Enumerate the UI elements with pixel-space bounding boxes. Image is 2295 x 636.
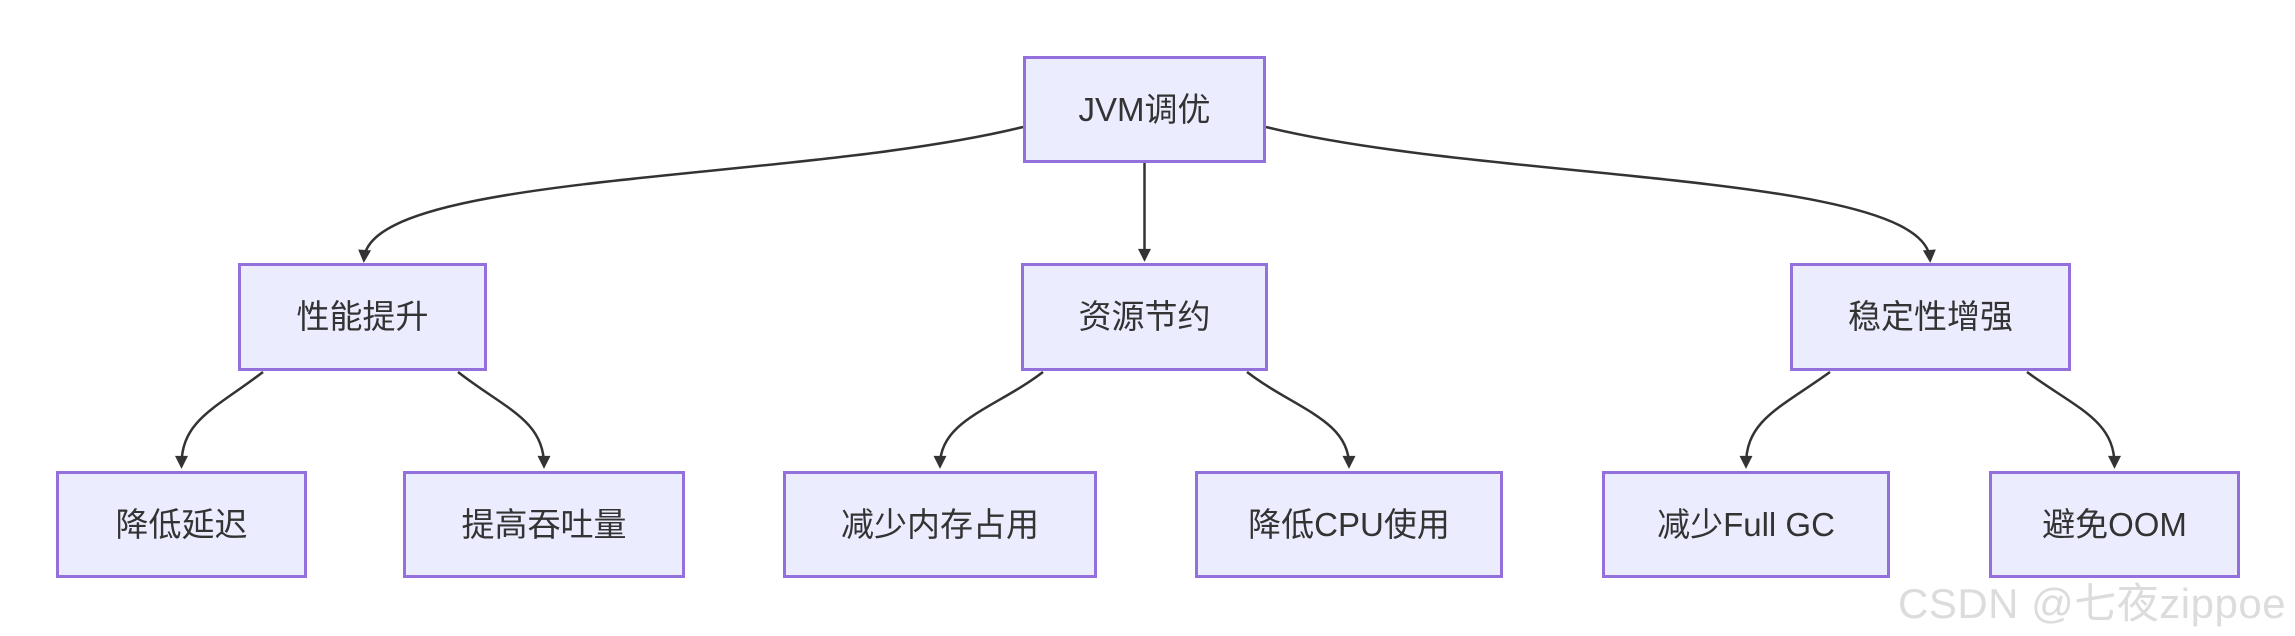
- node-reduce-latency-label: 降低延迟: [115, 505, 248, 543]
- edge-perf-to-latency: [175, 371, 264, 469]
- edge-perf-to-throughput: [457, 371, 551, 469]
- node-performance-improvement-label: 性能提升: [296, 298, 429, 336]
- node-reduce-cpu-usage: 降低CPU使用: [1195, 471, 1503, 578]
- node-stability-enhancement-label: 稳定性增强: [1848, 298, 2013, 336]
- node-reduce-latency: 降低延迟: [56, 471, 307, 578]
- node-increase-throughput-label: 提高吞吐量: [461, 505, 627, 543]
- edge-root-to-perf: [358, 125, 1024, 263]
- node-reduce-memory-usage: 减少内存占用: [783, 471, 1097, 578]
- edge-resource-to-cpu: [1246, 371, 1356, 469]
- node-reduce-full-gc-label: 减少Full GC: [1657, 505, 1835, 543]
- csdn-watermark: CSDN @七夜zippoe: [1898, 580, 2287, 627]
- node-avoid-oom: 避免OOM: [1989, 471, 2240, 578]
- node-jvm-tuning-label: JVM调优: [1078, 90, 1211, 128]
- node-reduce-full-gc: 减少Full GC: [1602, 471, 1890, 578]
- edge-stability-to-fullgc: [1739, 370, 1831, 469]
- edge-stability-to-oom: [2026, 370, 2121, 469]
- node-stability-enhancement: 稳定性增强: [1790, 263, 2071, 371]
- node-avoid-oom-label: 避免OOM: [2042, 505, 2187, 543]
- node-resource-saving: 资源节约: [1021, 263, 1268, 371]
- edge-resource-to-memory: [933, 371, 1044, 469]
- node-reduce-cpu-usage-label: 降低CPU使用: [1248, 505, 1450, 543]
- node-increase-throughput: 提高吞吐量: [403, 471, 685, 578]
- edge-root-to-stability: [1265, 125, 1936, 263]
- node-jvm-tuning: JVM调优: [1023, 56, 1266, 163]
- node-resource-saving-label: 资源节约: [1078, 298, 1211, 336]
- node-performance-improvement: 性能提升: [238, 263, 487, 371]
- node-reduce-memory-usage-label: 减少内存占用: [841, 505, 1039, 543]
